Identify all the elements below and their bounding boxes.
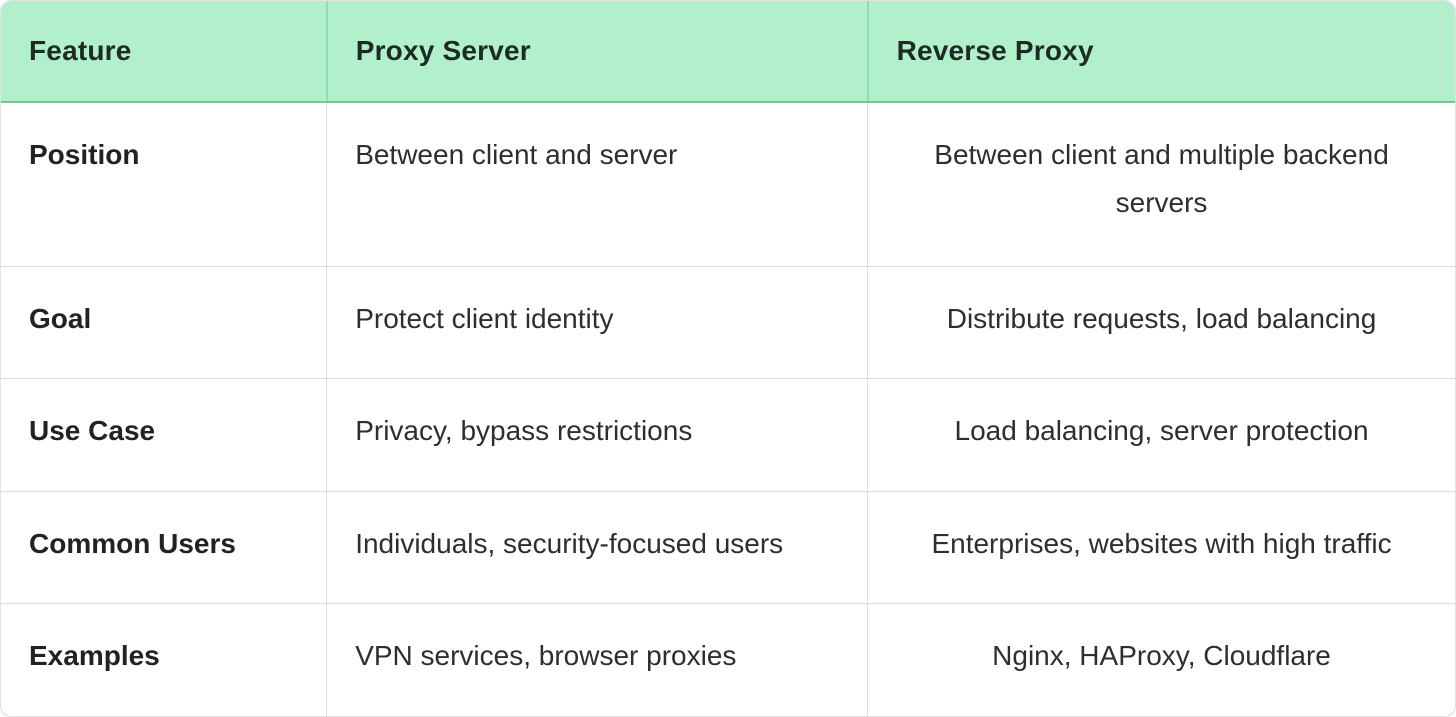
row-goal-proxy-value: Protect client identity [326,266,869,380]
header-row: Feature Proxy Server Reverse Proxy [1,1,1455,103]
table-body: Position Between client and server Betwe… [1,102,1455,716]
table-row: Use Case Privacy, bypass restrictions Lo… [1,378,1455,492]
column-header-proxy-server: Proxy Server [326,1,869,103]
row-use-case-reverse-value: Load balancing, server protection [867,378,1455,492]
row-use-case-feature: Use Case [1,378,328,492]
row-common-users-reverse-value: Enterprises, websites with high traffic [867,491,1455,605]
table-header: Feature Proxy Server Reverse Proxy [1,1,1455,103]
table-row: Common Users Individuals, security-focus… [1,491,1455,605]
row-goal-feature: Goal [1,266,328,380]
row-examples-proxy-value: VPN services, browser proxies [326,603,869,716]
row-examples-feature: Examples [1,603,328,716]
row-position-proxy-value: Between client and server [326,102,869,267]
row-common-users-feature: Common Users [1,491,328,605]
row-position-reverse-value: Between client and multiple backend serv… [867,102,1455,267]
row-common-users-proxy-value: Individuals, security-focused users [326,491,869,605]
table-row: Goal Protect client identity Distribute … [1,266,1455,380]
row-examples-reverse-value: Nginx, HAProxy, Cloudflare [867,603,1455,716]
column-header-reverse-proxy: Reverse Proxy [867,1,1455,103]
table-row: Position Between client and server Betwe… [1,102,1455,267]
row-use-case-proxy-value: Privacy, bypass restrictions [326,378,869,492]
table-row: Examples VPN services, browser proxies N… [1,603,1455,716]
column-header-feature: Feature [1,1,328,103]
row-position-feature: Position [1,102,328,267]
row-goal-reverse-value: Distribute requests, load balancing [867,266,1455,380]
